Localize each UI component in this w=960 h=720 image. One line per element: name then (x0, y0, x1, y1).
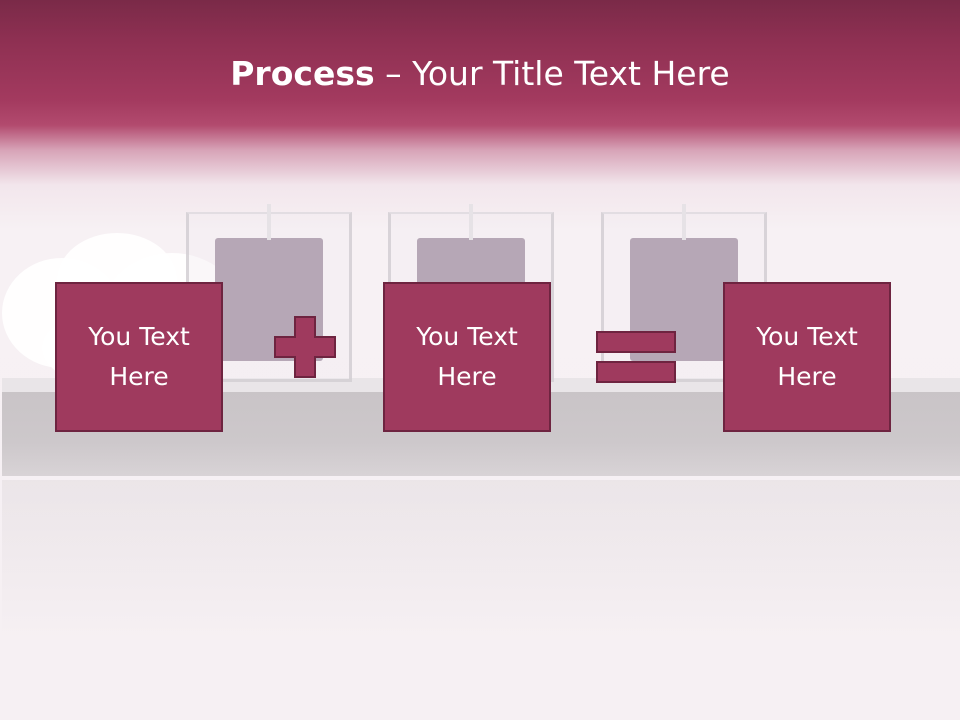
process-box-3-label: You Text Here (756, 322, 858, 391)
process-box-1[interactable]: You Text Here (55, 282, 223, 432)
process-box-2-label: You Text Here (416, 322, 518, 391)
title-bold: Process (230, 54, 375, 93)
title-rest: – Your Title Text Here (374, 54, 730, 93)
tray-reflection (2, 480, 960, 640)
process-box-2[interactable]: You Text Here (383, 282, 551, 432)
process-box-1-label: You Text Here (88, 322, 190, 391)
slide-title: Process – Your Title Text Here (0, 52, 960, 96)
process-box-3[interactable]: You Text Here (723, 282, 891, 432)
